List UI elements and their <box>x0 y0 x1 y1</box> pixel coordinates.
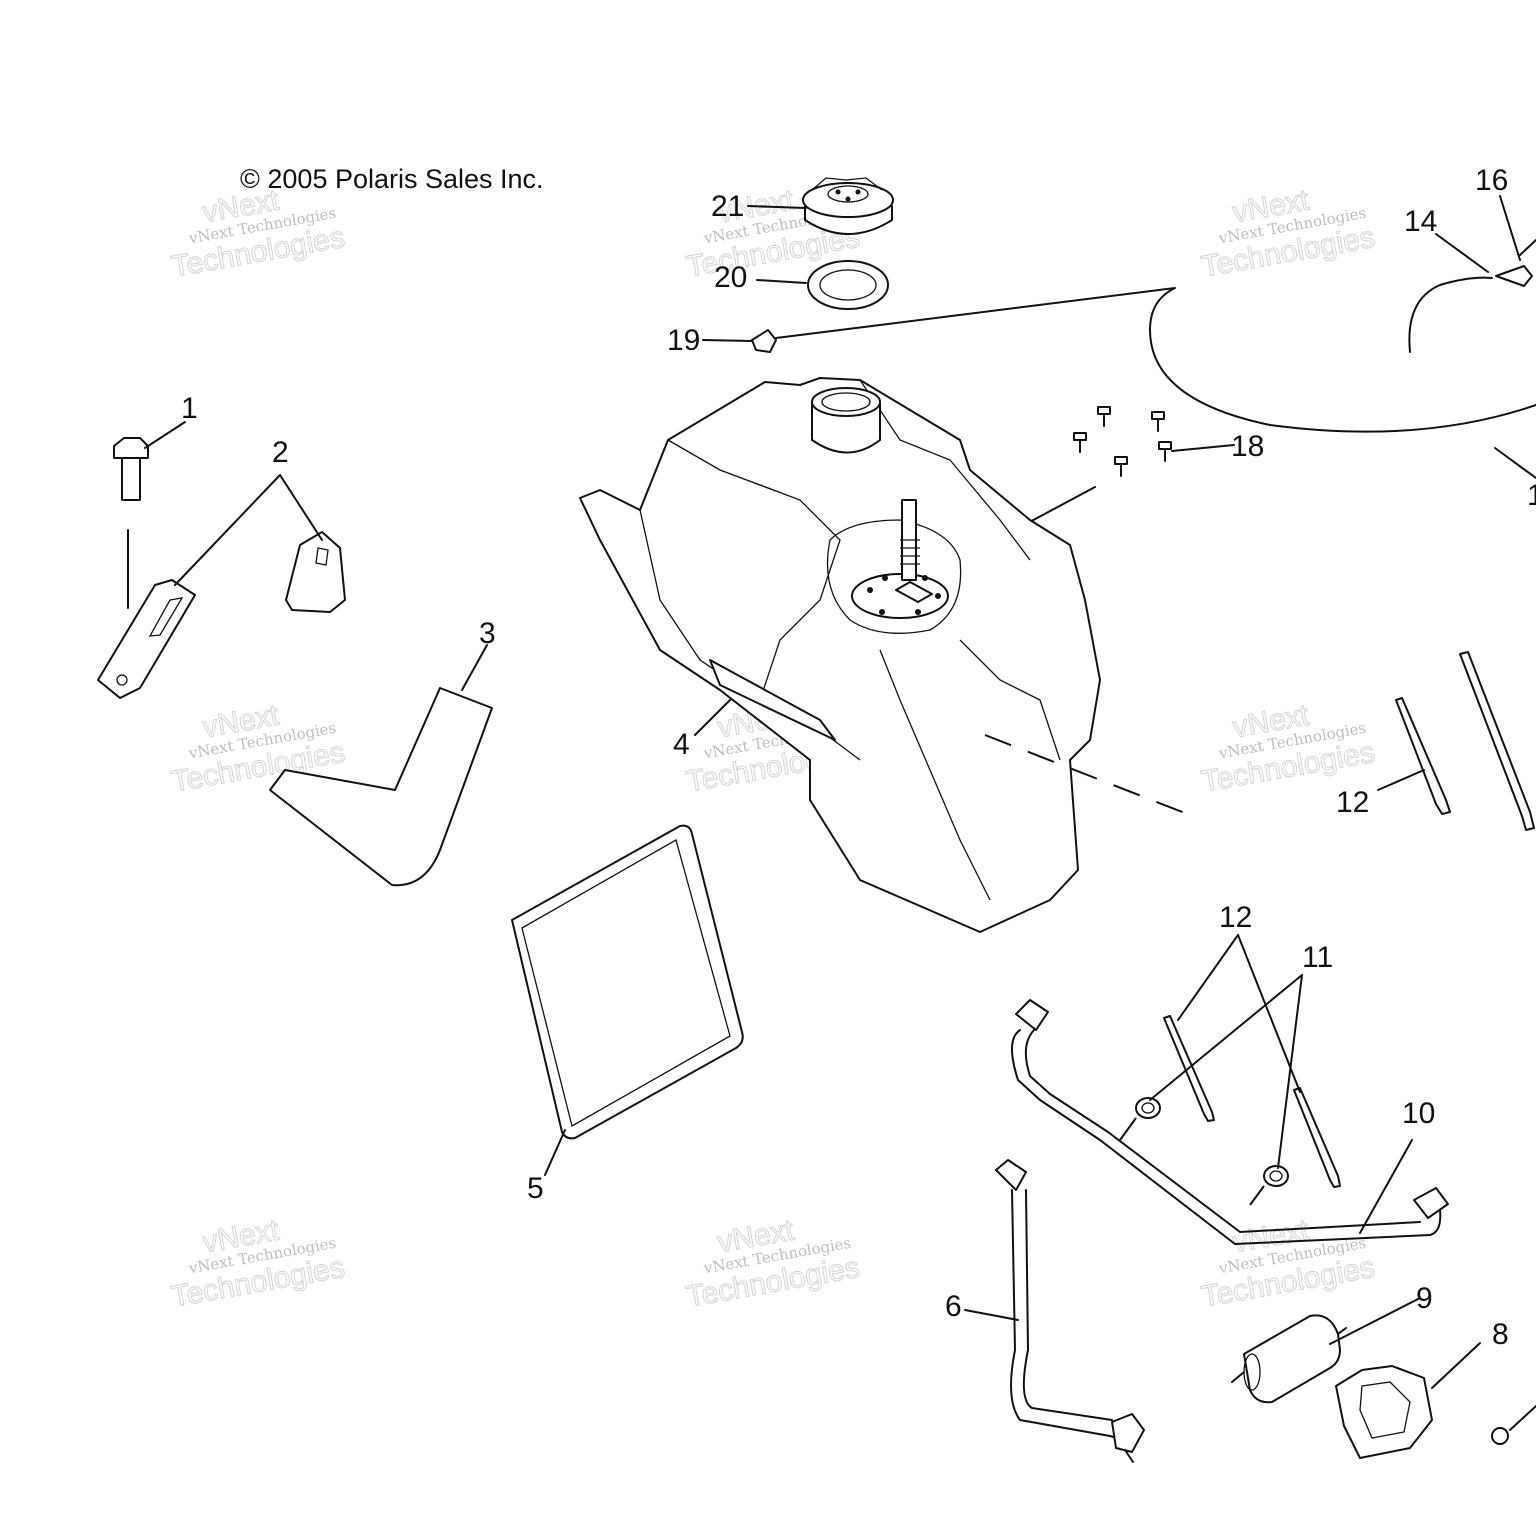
callout-12-lower: 12 <box>1219 901 1252 934</box>
cable-tie-upper-part <box>1395 651 1535 831</box>
fuel-line-lower-part <box>995 1159 1145 1463</box>
callout-19: 19 <box>667 324 700 357</box>
callout-6: 6 <box>945 1290 962 1323</box>
cable-tie-lower-part <box>1163 1015 1341 1188</box>
callout-1-cut-off: 1 <box>1527 479 1536 512</box>
callout-16: 16 <box>1475 164 1508 197</box>
callout-1: 1 <box>181 392 198 425</box>
callout-4: 4 <box>673 728 690 761</box>
bracket-left-part <box>97 579 196 699</box>
callout-2: 2 <box>272 436 289 469</box>
callout-11: 11 <box>1302 941 1333 974</box>
callout-20: 20 <box>714 261 747 294</box>
cap-gasket-part <box>807 260 889 310</box>
filter-screw-part <box>1491 1405 1536 1445</box>
fuel-filter-part <box>1231 1314 1347 1404</box>
pad-part <box>511 824 744 1140</box>
watermark-top-right: vNext vNext Technologies Technologies <box>1199 183 1378 284</box>
tank-mount-axis <box>984 734 1191 816</box>
copyright-text: © 2005 Polaris Sales Inc. <box>240 164 544 194</box>
grommet-part <box>1119 1097 1289 1206</box>
leader-lines <box>144 195 1521 1389</box>
fuel-line-upper-part <box>1011 999 1449 1245</box>
watermark-bottom-left: vNext vNext Technologies Technologies <box>169 1213 348 1314</box>
callout-10: 10 <box>1402 1097 1435 1130</box>
callout-5: 5 <box>527 1172 544 1205</box>
filter-bracket-part <box>1335 1365 1433 1459</box>
vent-fitting-part <box>751 239 1536 479</box>
bolt-part <box>113 437 149 609</box>
callout-3: 3 <box>479 617 496 650</box>
fuel-cap-part <box>802 177 894 235</box>
callout-18: 18 <box>1231 430 1264 463</box>
watermark-bottom-center: vNext vNext Technologies Technologies <box>684 1213 863 1314</box>
fuel-tank-part <box>579 377 1101 933</box>
callout-8: 8 <box>1492 1318 1509 1351</box>
callout-9: 9 <box>1416 1282 1433 1315</box>
watermark-bottom-right: vNext vNext Technologies Technologies <box>1199 1213 1378 1314</box>
watermark-top-center: vNext vNext Technologies Technologies <box>684 183 863 284</box>
callout-12-upper: 12 <box>1336 786 1369 819</box>
watermark-mid-right: vNext vNext Technologies Technologies <box>1199 698 1378 799</box>
callout-14: 14 <box>1404 205 1437 238</box>
strap-part <box>269 687 493 887</box>
bracket-right-part <box>285 531 346 613</box>
callout-21: 21 <box>711 190 744 223</box>
